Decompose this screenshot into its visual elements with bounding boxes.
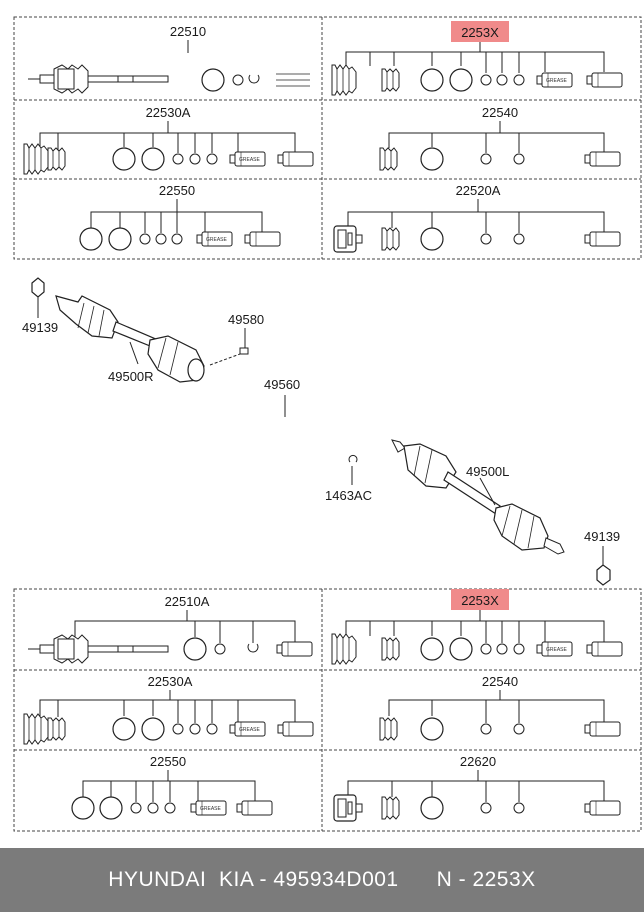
grease-tube-small (277, 151, 314, 167)
highlight-box (451, 21, 509, 42)
boot-large (23, 143, 49, 175)
part-number-label: 22550 (150, 754, 186, 769)
svg-text:GREASE: GREASE (200, 806, 222, 812)
panel-22520A: 22520A (333, 183, 621, 253)
outer-cv-boot (55, 295, 119, 339)
boot-small (381, 637, 400, 661)
cv-joint-housing (333, 225, 363, 253)
snap-ring (232, 74, 244, 86)
callout-label: 49500R (108, 369, 154, 384)
cv-joint-housing (333, 794, 363, 822)
panel-22530A-top: 22530A GREASE (23, 105, 314, 175)
boot-large (331, 633, 357, 665)
circlip (348, 454, 358, 463)
panel-2253X-bottom: 2253X GREASE (331, 589, 623, 665)
footer-spacer (399, 868, 437, 892)
boot-large (331, 64, 357, 96)
boot-small (379, 147, 398, 171)
grease-tube-small (586, 641, 623, 657)
part-number-label: 22530A (146, 105, 191, 120)
part-number-label: 22550 (159, 183, 195, 198)
grease-tube-small (276, 641, 313, 657)
panel-22620: 22620 (333, 754, 621, 822)
boot-small (47, 717, 66, 741)
callout-label: 49139 (22, 320, 58, 335)
part-number-label: 2253X (461, 25, 499, 40)
grease-tube-small (244, 231, 281, 247)
grease-tube-small (277, 721, 314, 737)
top-kit-table (13, 16, 642, 260)
hub-nut (31, 277, 45, 298)
axle-shaft-drawing (27, 634, 169, 664)
part-number-label: 22540 (482, 674, 518, 689)
part-number-label: 22510A (165, 594, 210, 609)
boot-small (381, 227, 400, 251)
panel-22550-bottom: 22550 GREASE (71, 754, 273, 820)
boot-small (47, 147, 66, 171)
part-number-label: 2253X (461, 593, 499, 608)
bolt (239, 347, 249, 355)
grease-tube-small (584, 231, 621, 247)
svg-text:GREASE: GREASE (239, 157, 261, 163)
part-number-label: 22530A (148, 674, 193, 689)
callout-label: 49560 (264, 377, 300, 392)
part-number-label: 22510 (170, 24, 206, 39)
panel-22540-top: 22540 (379, 105, 621, 171)
panel-22510: 22510 (27, 24, 310, 94)
grease-tube-small (584, 800, 621, 816)
hub-nut (596, 564, 611, 586)
panel-22540-bottom: 22540 (379, 674, 621, 741)
footer-brand-part: HYUNDAI KIA - 495934D001 (108, 868, 399, 891)
circlip (248, 74, 260, 84)
svg-text:GREASE: GREASE (546, 78, 568, 84)
footer-ref: N - 2253X (436, 868, 536, 891)
callout-label: 1463AC (325, 488, 372, 503)
boot-large (23, 713, 49, 745)
clamp-ring (201, 68, 225, 92)
outer-cv-boot (493, 503, 549, 551)
svg-text:GREASE: GREASE (546, 647, 568, 653)
part-number-label: 22540 (482, 105, 518, 120)
highlight-box (451, 589, 509, 610)
right-drive-shaft-assembly: 49139 49500R 49580 49560 (22, 277, 300, 417)
bottom-kit-table (13, 588, 642, 832)
grease-tube-small (584, 151, 621, 167)
part-number-label: 22620 (460, 754, 496, 769)
panel-22530A-bottom: 22530A GREASE (23, 674, 314, 745)
label-tag (276, 73, 310, 87)
boot-small (379, 717, 398, 741)
footer-bar: HYUNDAI KIA - 495934D001 N - 2253X (0, 848, 644, 912)
grease-tube-small (236, 800, 273, 816)
grease-tube-small (586, 72, 623, 88)
callout-label: 49500L (466, 464, 509, 479)
callout-label: 49580 (228, 312, 264, 327)
boot-small (381, 796, 400, 820)
svg-text:GREASE: GREASE (206, 237, 228, 243)
panel-22510A: 22510A (27, 594, 313, 664)
part-number-label: 22520A (456, 183, 501, 198)
axle-shaft-drawing (27, 64, 169, 94)
left-drive-shaft-assembly: 1463AC 49500L 49139 (325, 439, 620, 586)
panel-2253X-top: 2253X GREASE (331, 21, 623, 96)
callout-label: 49139 (584, 529, 620, 544)
boot-small (381, 68, 400, 92)
grease-tube-small (584, 721, 621, 737)
svg-text:GREASE: GREASE (239, 727, 261, 733)
panel-22550-top: 22550 GREASE (79, 183, 281, 251)
